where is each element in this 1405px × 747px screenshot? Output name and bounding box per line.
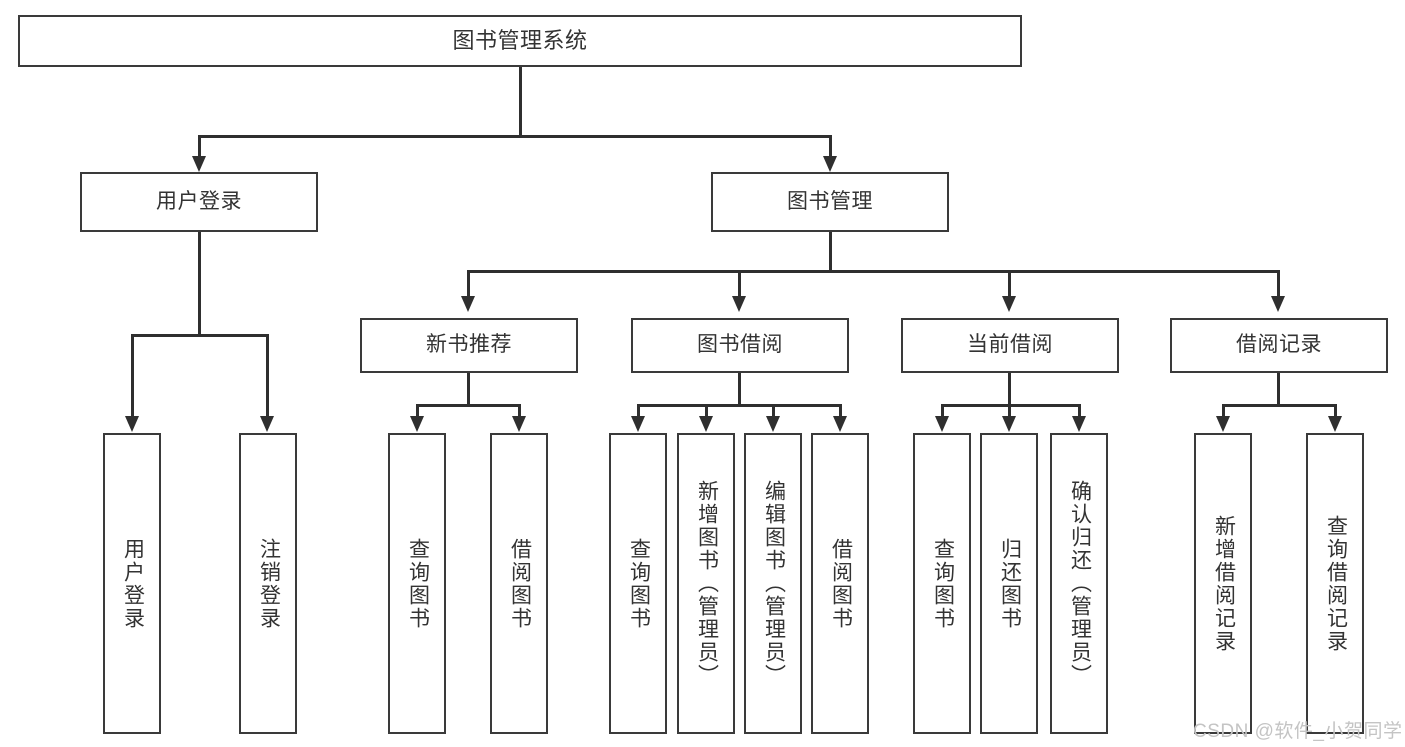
arrow-to-leaf-logout (260, 416, 274, 432)
arrow-to-leaf-query-record (1328, 416, 1342, 432)
leaf-user-login[interactable]: 用户登录 (103, 433, 161, 734)
arrow-to-current-borrow (1002, 296, 1016, 312)
node-label: 注销登录 (257, 537, 281, 630)
leaf-edit-book[interactable]: 编辑图书（管理员） (744, 433, 802, 734)
connector-level3-drop-4 (1277, 270, 1280, 298)
connector-level1-fork-bar (198, 135, 831, 138)
connector-new-book-drop-1 (416, 404, 419, 418)
arrow-to-leaf-borrow-book-2 (833, 416, 847, 432)
connector-user-login-left-drop (131, 334, 134, 418)
arrow-to-user-login (192, 156, 206, 172)
arrow-to-leaf-query-book-1 (410, 416, 424, 432)
node-label: 查询图书 (627, 537, 651, 630)
leaf-confirm-return[interactable]: 确认归还（管理员） (1050, 433, 1108, 734)
arrow-to-leaf-borrow-book-1 (512, 416, 526, 432)
node-label: 新增图书（管理员） (695, 480, 719, 687)
node-label: 编辑图书（管理员） (762, 480, 786, 687)
connector-level1-right-drop (829, 135, 832, 159)
arrow-to-leaf-edit-book (766, 416, 780, 432)
node-label: 用户登录 (121, 537, 145, 630)
node-label: 查询图书 (406, 537, 430, 630)
connector-book-borrow-stem (738, 373, 741, 406)
node-label: 借阅图书 (829, 537, 853, 630)
connector-user-login-right-drop (266, 334, 269, 418)
connector-borrow-record-drop-2 (1334, 404, 1337, 418)
arrow-to-book-borrow (732, 296, 746, 312)
csdn-watermark: CSDN @软件_小贺同学 (1193, 721, 1403, 742)
connector-current-borrow-drop-1 (941, 404, 944, 418)
node-label: 图书管理 (787, 189, 873, 213)
connector-current-borrow-drop-3 (1078, 404, 1081, 418)
leaf-add-borrow-record[interactable]: 新增借阅记录 (1194, 433, 1252, 734)
connector-book-borrow-fork-bar (637, 404, 841, 407)
connector-borrow-record-fork-bar (1222, 404, 1336, 407)
node-label: 图书借阅 (697, 333, 783, 357)
leaf-add-book[interactable]: 新增图书（管理员） (677, 433, 735, 734)
arrow-to-leaf-user-login (125, 416, 139, 432)
connector-book-borrow-drop-4 (839, 404, 842, 418)
arrow-to-borrow-record (1271, 296, 1285, 312)
connector-user-login-stem (198, 232, 201, 336)
connector-new-book-fork-bar (416, 404, 520, 407)
connector-level1-left-drop (198, 135, 201, 159)
node-label: 查询图书 (931, 537, 955, 630)
connector-book-borrow-drop-2 (705, 404, 708, 418)
connector-level2-fork-bar (467, 270, 1279, 273)
node-label: 借阅记录 (1236, 333, 1322, 357)
leaf-query-book-current[interactable]: 查询图书 (913, 433, 971, 734)
leaf-query-borrow-record[interactable]: 查询借阅记录 (1306, 433, 1364, 734)
node-root-system[interactable]: 图书管理系统 (18, 15, 1022, 67)
connector-new-book-stem (467, 373, 470, 406)
node-borrow-record[interactable]: 借阅记录 (1170, 318, 1388, 373)
leaf-return-book[interactable]: 归还图书 (980, 433, 1038, 734)
connector-borrow-record-stem (1277, 373, 1280, 406)
leaf-query-book-recommend[interactable]: 查询图书 (388, 433, 446, 734)
arrow-to-new-book-recommend (461, 296, 475, 312)
node-label: 归还图书 (998, 537, 1022, 630)
leaf-borrow-book[interactable]: 借阅图书 (811, 433, 869, 734)
arrow-to-leaf-confirm-return (1072, 416, 1086, 432)
node-current-borrow[interactable]: 当前借阅 (901, 318, 1119, 373)
node-label: 当前借阅 (967, 333, 1053, 357)
connector-level3-drop-3 (1008, 270, 1011, 298)
node-new-book-recommend[interactable]: 新书推荐 (360, 318, 578, 373)
connector-level3-drop-2 (738, 270, 741, 298)
connector-borrow-record-drop-1 (1222, 404, 1225, 418)
connector-current-borrow-drop-2 (1008, 404, 1011, 418)
arrow-to-leaf-add-record (1216, 416, 1230, 432)
node-book-borrow[interactable]: 图书借阅 (631, 318, 849, 373)
connector-new-book-drop-2 (518, 404, 521, 418)
connector-current-borrow-stem (1008, 373, 1011, 406)
connector-root-stem (519, 67, 522, 137)
arrow-to-book-manage (823, 156, 837, 172)
arrow-to-leaf-return-book (1002, 416, 1016, 432)
arrow-to-leaf-add-book (699, 416, 713, 432)
node-label: 新增借阅记录 (1212, 514, 1236, 653)
leaf-query-book-borrow[interactable]: 查询图书 (609, 433, 667, 734)
connector-current-borrow-fork-bar (941, 404, 1080, 407)
connector-book-borrow-drop-3 (772, 404, 775, 418)
node-label: 借阅图书 (508, 537, 532, 630)
connector-level3-drop-1 (467, 270, 470, 298)
arrow-to-leaf-query-book-2 (631, 416, 645, 432)
node-label: 新书推荐 (426, 333, 512, 357)
connector-book-borrow-drop-1 (637, 404, 640, 418)
connector-book-management-stem (829, 232, 832, 272)
node-book-management[interactable]: 图书管理 (711, 172, 949, 232)
connector-user-login-fork-bar (131, 334, 268, 337)
arrow-to-leaf-query-book-3 (935, 416, 949, 432)
node-user-login[interactable]: 用户登录 (80, 172, 318, 232)
node-label: 确认归还（管理员） (1068, 480, 1092, 687)
node-label: 图书管理系统 (452, 28, 588, 54)
leaf-borrow-book-recommend[interactable]: 借阅图书 (490, 433, 548, 734)
node-label: 用户登录 (156, 189, 242, 213)
node-label: 查询借阅记录 (1324, 514, 1348, 653)
leaf-logout[interactable]: 注销登录 (239, 433, 297, 734)
